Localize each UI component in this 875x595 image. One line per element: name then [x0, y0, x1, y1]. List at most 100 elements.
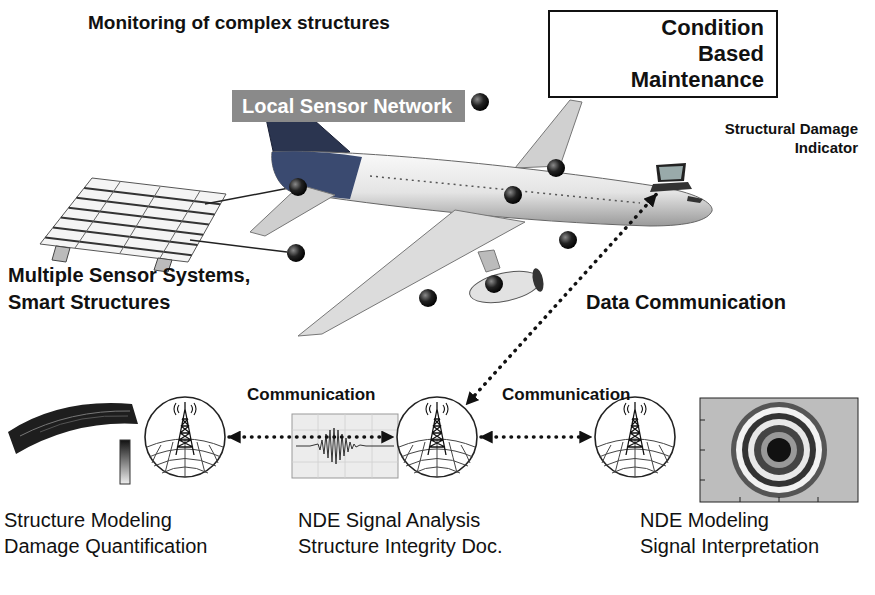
airplane-part — [531, 267, 546, 293]
sensor-leads-part — [205, 188, 289, 204]
structure-model-image-part — [8, 403, 138, 454]
connector-label: Data Communication — [586, 291, 786, 314]
wave-pattern-image-part-part — [740, 497, 741, 502]
sensor-panel-part — [75, 182, 200, 258]
sensor-panel-part — [40, 178, 226, 262]
diagram-title: Monitoring of complex structures — [88, 12, 390, 34]
signal-analysis-station-part-part-part — [417, 442, 425, 473]
sensor-panel-part-part — [61, 218, 203, 235]
modeling-station-part-part-part — [185, 440, 186, 477]
node-text: Local Sensor Network — [242, 93, 455, 119]
sensor-panel-part — [52, 246, 70, 262]
structure-model-image-part — [120, 440, 130, 484]
airplane-part-part — [547, 159, 565, 177]
damage-indicator-laptop-part-part — [656, 163, 686, 182]
airplane-part — [515, 100, 582, 168]
modeling-station-part-part-part — [178, 405, 180, 413]
structure-model-image — [8, 403, 138, 484]
interpretation-station-part-part-part — [659, 445, 668, 463]
maintenance-box: Condition Based Maintenance — [548, 10, 778, 98]
wave-pattern-image-part — [742, 413, 816, 487]
annotation-label: Multiple Sensor Systems, Smart Structure… — [8, 262, 273, 316]
signal-analysis-station-part-part-part — [437, 440, 438, 477]
airplane-part — [272, 151, 712, 226]
damage-indicator-laptop-part-part — [659, 166, 683, 180]
airplane-part — [370, 176, 640, 203]
connector-label: Communication — [502, 385, 630, 405]
modeling-station-part-part-part — [174, 403, 176, 415]
interpretation-station-part — [593, 395, 677, 479]
dotted-connector — [229, 435, 393, 439]
modeling-station-part-part-part — [197, 442, 205, 473]
wave-pattern-image-part — [761, 432, 797, 468]
airplane-part-part — [287, 244, 305, 262]
waveform-image-part — [292, 414, 398, 478]
modeling-station-part-part-part — [184, 402, 185, 409]
signal-analysis-station-part-part — [399, 439, 475, 477]
node-text: Structural Damage Indicator — [712, 119, 858, 157]
modeling-station-part-part — [176, 402, 194, 455]
interpretation-station-part-part-part — [602, 445, 611, 463]
interpretation-station-part-part-part — [634, 402, 635, 409]
interpretation-station-part-part-part — [624, 403, 626, 415]
wave-pattern-image-part-part — [700, 480, 705, 481]
wave-pattern-image — [700, 398, 858, 502]
node-text: Structure Modeling Damage Quantification — [4, 507, 226, 559]
dotted-connector — [481, 435, 591, 439]
airplane-part-part — [504, 186, 522, 204]
interpretation-station-part-part-part — [615, 442, 623, 473]
signal-analysis-station-part-part — [426, 403, 448, 415]
signal-analysis-station-part-part — [397, 397, 477, 477]
airplane-part-part — [471, 93, 489, 111]
modeling-station-part-part-part — [152, 445, 161, 463]
modeling-station-part-part-part — [165, 442, 173, 473]
modeling-station-part-part-part — [209, 445, 218, 463]
interpretation-station-part-part-part — [635, 440, 636, 477]
waveform-image — [292, 414, 398, 478]
sensor-panel-part — [45, 188, 220, 255]
signal-analysis-station-part-part-part — [426, 403, 428, 415]
sensor-leads-part — [190, 240, 287, 252]
airplane-part-part — [419, 289, 437, 307]
wave-pattern-image-part — [731, 402, 827, 498]
signal-analysis-station: NDE Signal Analysis Structure Integrity … — [395, 395, 479, 479]
signal-analysis-station-part-part-part — [428, 409, 446, 455]
signal-analysis-station-part-part — [428, 402, 446, 455]
waveform-image-part — [292, 414, 398, 478]
interpretation-station-part-part — [626, 402, 644, 455]
waveform-image-part — [296, 428, 394, 464]
sensor-network-band: Local Sensor Network — [232, 90, 465, 122]
airplane-part — [287, 93, 577, 307]
structure-model-image-part — [20, 411, 130, 436]
signal-analysis-station-part-part-part — [430, 405, 432, 413]
connector-label: Communication — [247, 385, 375, 405]
sensor-panel-part-part — [75, 182, 120, 248]
signal-analysis-station-part-part-part — [449, 442, 457, 473]
signal-analysis-station-part-part-part — [404, 445, 413, 463]
interpretation-station-part-part — [597, 439, 673, 477]
node-text: NDE Signal Analysis Structure Integrity … — [298, 507, 513, 559]
sensor-panel — [40, 178, 226, 272]
modeling-station-part-part-part — [194, 403, 196, 415]
modeling-station-part-part — [147, 439, 223, 477]
modeling-station-part-part-part — [176, 409, 194, 455]
interpretation-station-part-part-part — [644, 403, 646, 415]
airplane-part — [467, 266, 543, 308]
sensor-panel-part-part — [160, 191, 200, 258]
modeling-station: Structure Modeling Damage Quantification — [143, 395, 227, 479]
damage-indicator-laptop: Structural Damage Indicator — [650, 163, 692, 193]
interpretation-station-part-part — [595, 397, 675, 477]
damage-indicator-laptop-part-part — [650, 182, 692, 192]
wave-pattern-image-part — [736, 407, 822, 493]
wave-pattern-image-part-part — [818, 497, 819, 502]
sensor-panel-part-part — [53, 228, 198, 246]
airplane-part — [478, 250, 500, 272]
damage-indicator-laptop-part — [650, 163, 692, 193]
interpretation-station-part-part-part — [647, 442, 655, 473]
wave-pattern-image-part — [700, 420, 818, 502]
signal-analysis-station-part-part-part — [436, 402, 437, 409]
interpretation-station-part-part-part — [628, 405, 630, 413]
wave-pattern-image-part-part — [779, 497, 780, 502]
wave-pattern-image-part — [767, 438, 791, 462]
